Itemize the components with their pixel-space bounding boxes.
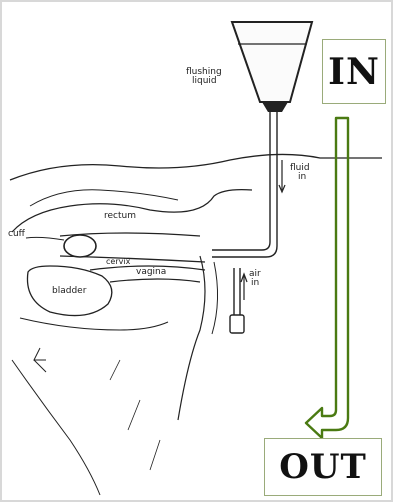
fluid-tube-inner	[212, 112, 277, 257]
shading-dashes	[110, 360, 160, 470]
thigh-upper-contour	[20, 318, 168, 330]
flow-direction-arrow	[306, 118, 348, 438]
air-valve	[230, 315, 244, 333]
vagina-label: vagina	[136, 268, 166, 277]
pointer-arrow	[34, 348, 46, 372]
flushing-liquid-label: flushing liquid	[186, 68, 222, 86]
bladder-label: bladder	[52, 287, 86, 296]
funnel-neck	[262, 102, 288, 112]
funnel-reservoir	[232, 22, 312, 102]
anal-canal-contour	[212, 262, 218, 334]
in-label-box: IN	[322, 39, 386, 104]
vagina-wall-lower	[110, 279, 200, 282]
leg-contour	[12, 360, 100, 495]
fluid-tube-outer	[212, 112, 270, 250]
out-label-box: OUT	[264, 438, 382, 496]
cuff-leader-line	[26, 237, 64, 240]
balloon-cuff	[64, 235, 96, 257]
air-in-label: air in	[249, 270, 261, 288]
back-contour	[10, 154, 382, 180]
rectum-label: rectum	[104, 212, 136, 221]
fluid-in-label: fluid in	[290, 164, 310, 182]
cuff-label: cuff	[8, 230, 25, 239]
cervix-label: cervix	[106, 257, 130, 266]
